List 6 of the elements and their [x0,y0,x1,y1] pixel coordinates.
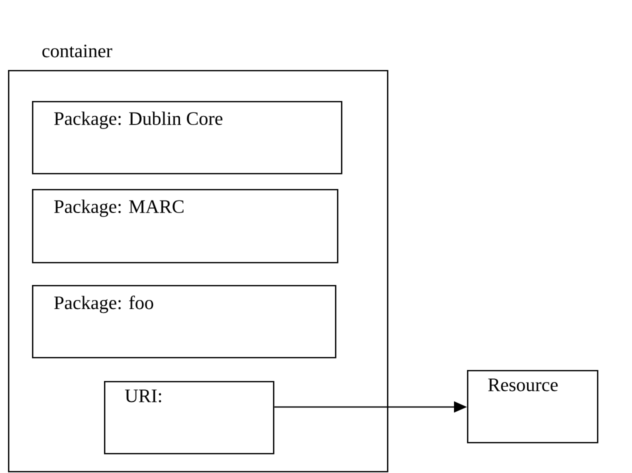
package-box: Package: MARC [32,188,338,264]
container-heading: container [42,44,112,58]
uri-box: URI: [104,380,274,454]
package-box: Package: foo [32,285,336,358]
resource-box: Resource [467,370,598,444]
package-box: Package: Dublin Core [32,101,342,174]
